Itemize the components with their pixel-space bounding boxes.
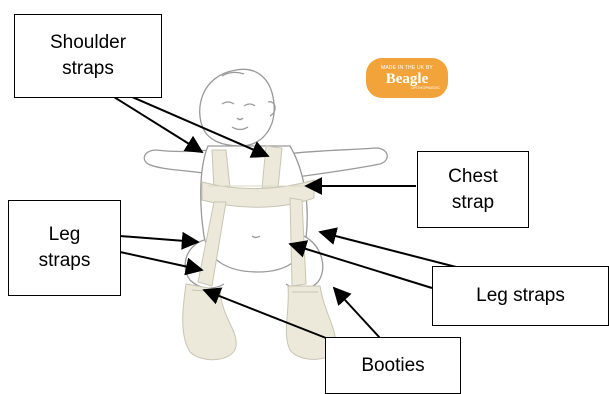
label-shoulder-line2: straps [62,58,114,79]
label-leg-straps-left: Leg straps [8,200,121,296]
label-shoulder-straps: Shoulder straps [14,14,162,98]
label-booties-text: Booties [361,354,425,376]
arrow-leg-left-lower [119,251,204,276]
label-chest-strap: Chest strap [417,151,529,228]
logo-sub-text: ORTHOPAEDIC [411,85,440,90]
pointer-arrows [105,89,461,339]
arrow-leg-right-lower [288,240,433,289]
arrow-booties-right [332,286,381,339]
label-chest-line2: strap [451,191,495,213]
arrow-leg-right-upper [318,227,461,269]
label-booties: Booties [325,337,461,394]
label-chest-line1: Chest [448,165,498,187]
label-leg-straps-right: Leg straps [432,266,609,326]
logo-made-in-text: MADE IN THE UK BY [381,65,433,71]
logo-brand-text: Beagle [385,71,429,87]
label-shoulder-line1: Shoulder [49,32,127,53]
arrow-shoulder-left [105,91,204,153]
beagle-logo: MADE IN THE UK BY Beagle ORTHOPAEDIC [366,58,448,98]
arrow-shoulder-right [115,89,270,158]
label-leg-left-line2: straps [38,250,91,271]
arrow-booties-left [202,287,327,339]
label-leg-right-text: Leg straps [476,285,565,306]
harness [182,145,337,361]
label-leg-left-line1: Leg [48,224,81,245]
arrow-leg-left-upper [119,231,200,250]
